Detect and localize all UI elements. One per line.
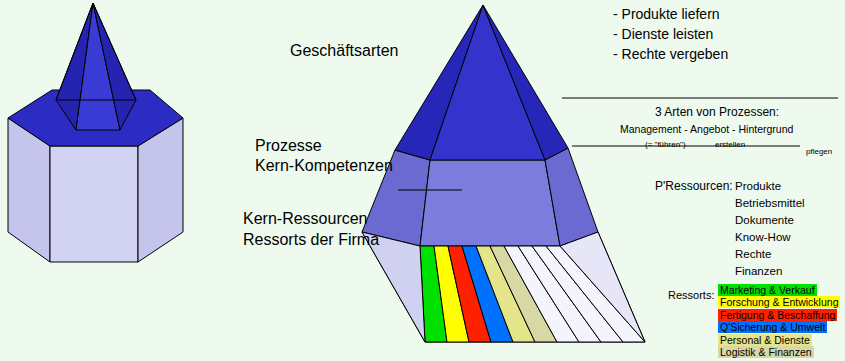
legend-swatch: Q'Sicherung & Umwelt bbox=[718, 321, 827, 333]
legend-swatch: Marketing & Verkauf bbox=[718, 284, 817, 296]
legend-text: Fertigung & Beschaffung bbox=[720, 309, 835, 321]
level-label: Ressorts der Firma bbox=[243, 231, 379, 248]
process-note: erstellen bbox=[715, 140, 745, 149]
business-type: - Dienste leisten bbox=[613, 26, 713, 42]
resource-item: Dokumente bbox=[735, 214, 794, 226]
level-label: Prozesse bbox=[255, 137, 322, 154]
process-heading: 3 Arten von Prozessen: bbox=[655, 105, 779, 119]
business-type: - Rechte vergeben bbox=[613, 46, 728, 62]
resource-heading: P'Ressourcen: bbox=[655, 179, 733, 193]
legend-text: Logistik & Finanzen bbox=[720, 346, 812, 358]
legend-heading: Ressorts: bbox=[668, 289, 714, 301]
legend-swatch: Fertigung & Beschaffung bbox=[718, 309, 837, 321]
resource-item: Rechte bbox=[735, 248, 771, 260]
legend-swatch: Logistik & Finanzen bbox=[718, 346, 814, 358]
legend-swatch: Personal & Dienste bbox=[718, 334, 812, 346]
legend-text: Q'Sicherung & Umwelt bbox=[720, 321, 825, 333]
legend-text: Marketing & Verkauf bbox=[720, 284, 815, 296]
legend-text: Personal & Dienste bbox=[720, 334, 810, 346]
legend-text: Forschung & Entwicklung bbox=[720, 296, 838, 308]
resource-item: Finanzen bbox=[735, 265, 782, 277]
level-label: Kern-Kompetenzen bbox=[255, 157, 393, 174]
process-note: pflegen bbox=[806, 147, 832, 156]
process-note: (= "führen") bbox=[645, 140, 686, 149]
resource-item: Know-How bbox=[735, 231, 791, 243]
business-type: - Produkte liefern bbox=[613, 6, 720, 22]
process-types: Management - Angebot - Hintergrund bbox=[620, 123, 793, 135]
level-label: Kern-Ressourcen bbox=[243, 210, 368, 227]
resource-item: Betriebsmittel bbox=[735, 197, 805, 209]
resource-item: Produkte bbox=[735, 180, 781, 192]
level-label: Geschäftsarten bbox=[290, 42, 399, 59]
legend-swatch: Forschung & Entwicklung bbox=[718, 296, 840, 308]
